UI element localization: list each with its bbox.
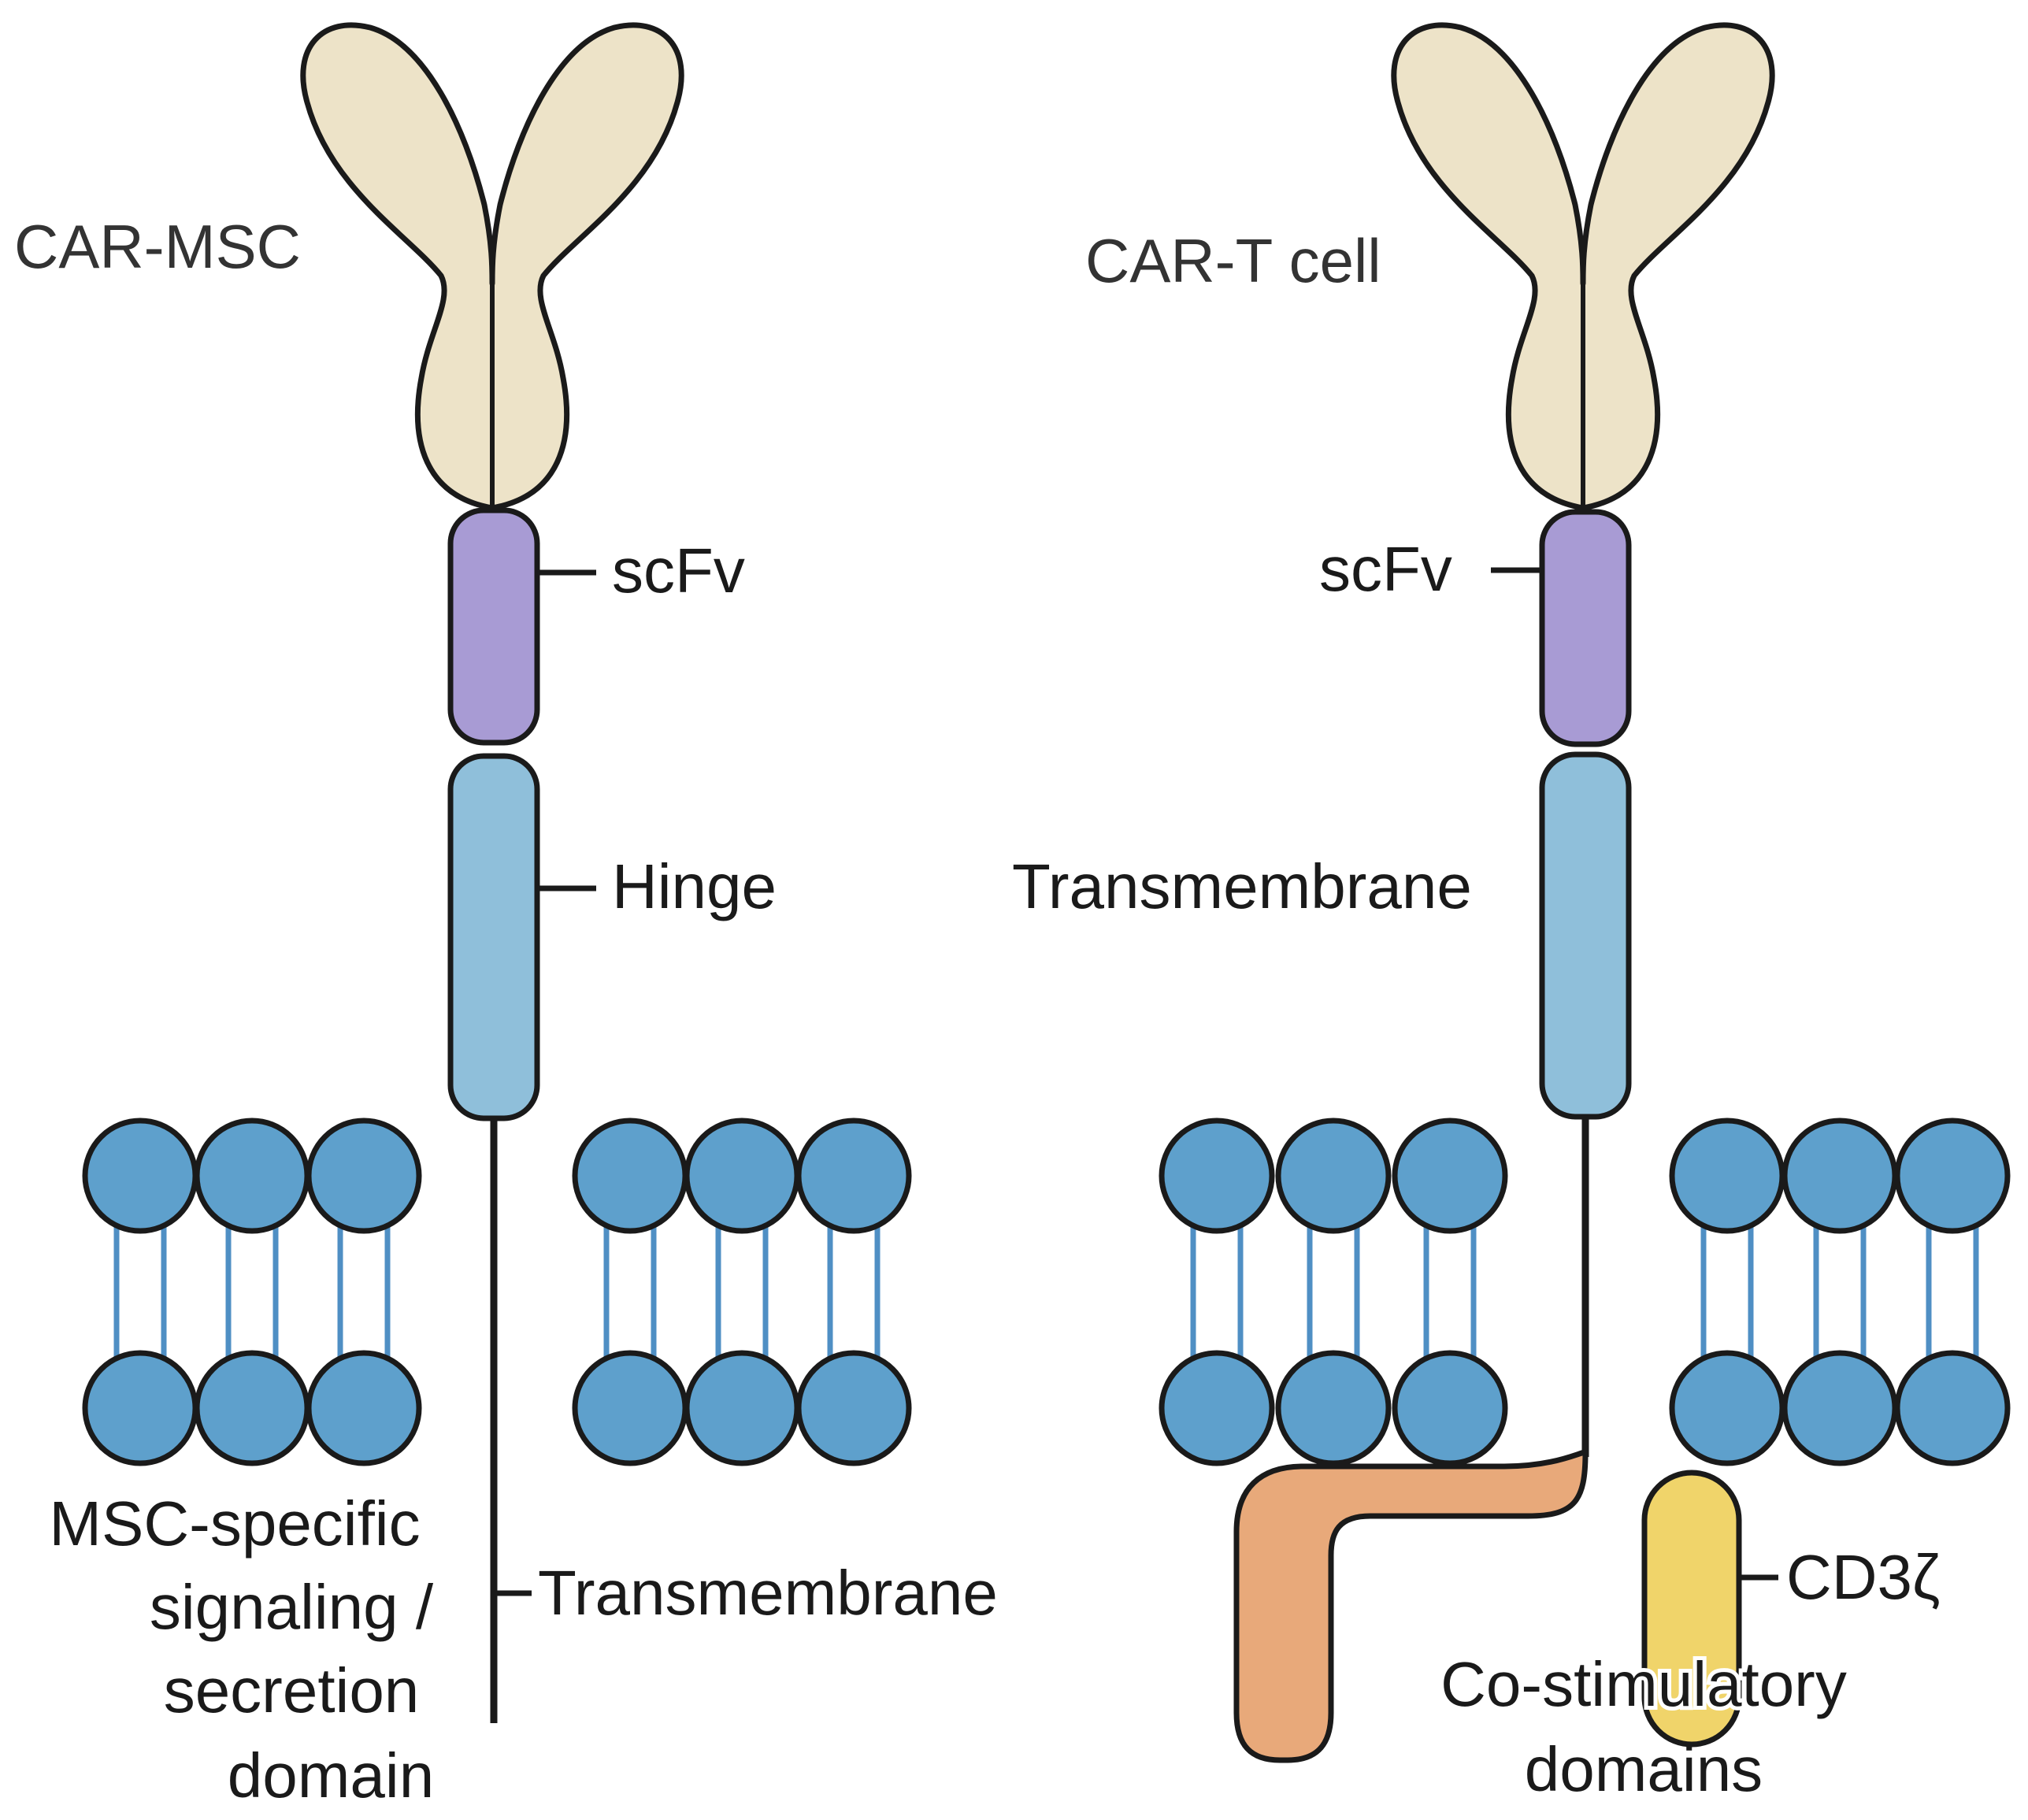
scfv-label: scFv (612, 536, 745, 606)
lipid-molecule (309, 1121, 419, 1463)
lipid-molecule (687, 1121, 797, 1463)
svg-text:Co-stimulatory: Co-stimulatory (1440, 1649, 1847, 1719)
svg-text:domain: domain (228, 1740, 434, 1811)
car-msc-panel: scFv Hinge Transmembrane CAR-MSC MSC-spe… (14, 22, 998, 1811)
transmembrane-domain (1539, 751, 1632, 1120)
lipid-molecule (1897, 1121, 2008, 1463)
svg-text:domains: domains (1525, 1734, 1763, 1804)
hinge-domain (447, 753, 540, 1121)
svg-text:MSC-specific: MSC-specific (49, 1488, 420, 1559)
svg-text:signaling /: signaling / (150, 1572, 434, 1642)
cd3z-domain (1641, 1470, 1742, 1748)
hinge-label: Hinge (612, 851, 777, 921)
costimulatory-domain (1233, 1449, 1589, 1763)
signaling-domain-label: MSC-specific signaling / secretion domai… (49, 1488, 434, 1811)
lipid-molecule (85, 1121, 195, 1463)
lipid-molecule (197, 1121, 307, 1463)
lipid-molecule (1785, 1121, 1895, 1463)
lipid-molecule (575, 1121, 685, 1463)
antibody-icon (300, 22, 684, 511)
cd3z-label: CD3ζ (1786, 1542, 1940, 1612)
transmembrane-label: Transmembrane (1012, 851, 1472, 921)
svg-text:secretion: secretion (164, 1655, 420, 1725)
lipid-molecule (1672, 1121, 1782, 1463)
scfv-domain (1539, 509, 1632, 747)
lipid-molecule (1162, 1121, 1272, 1463)
lipid-molecule (799, 1121, 909, 1463)
scfv-domain (447, 507, 540, 746)
car-t-title: CAR-T cell (1085, 226, 1381, 295)
car-msc-title: CAR-MSC (14, 212, 301, 281)
costimulatory-label: Co-stimulatory domains (1437, 1645, 1851, 1804)
lipid-molecule (1278, 1121, 1388, 1463)
scfv-label: scFv (1319, 534, 1452, 604)
car-t-panel: scFv Transmembrane CD3ζ Co-stimulatory d… (1008, 22, 2008, 1804)
transmembrane-label: Transmembrane (538, 1558, 998, 1628)
lipid-molecule (1395, 1121, 1505, 1463)
antibody-icon (1391, 22, 1775, 511)
